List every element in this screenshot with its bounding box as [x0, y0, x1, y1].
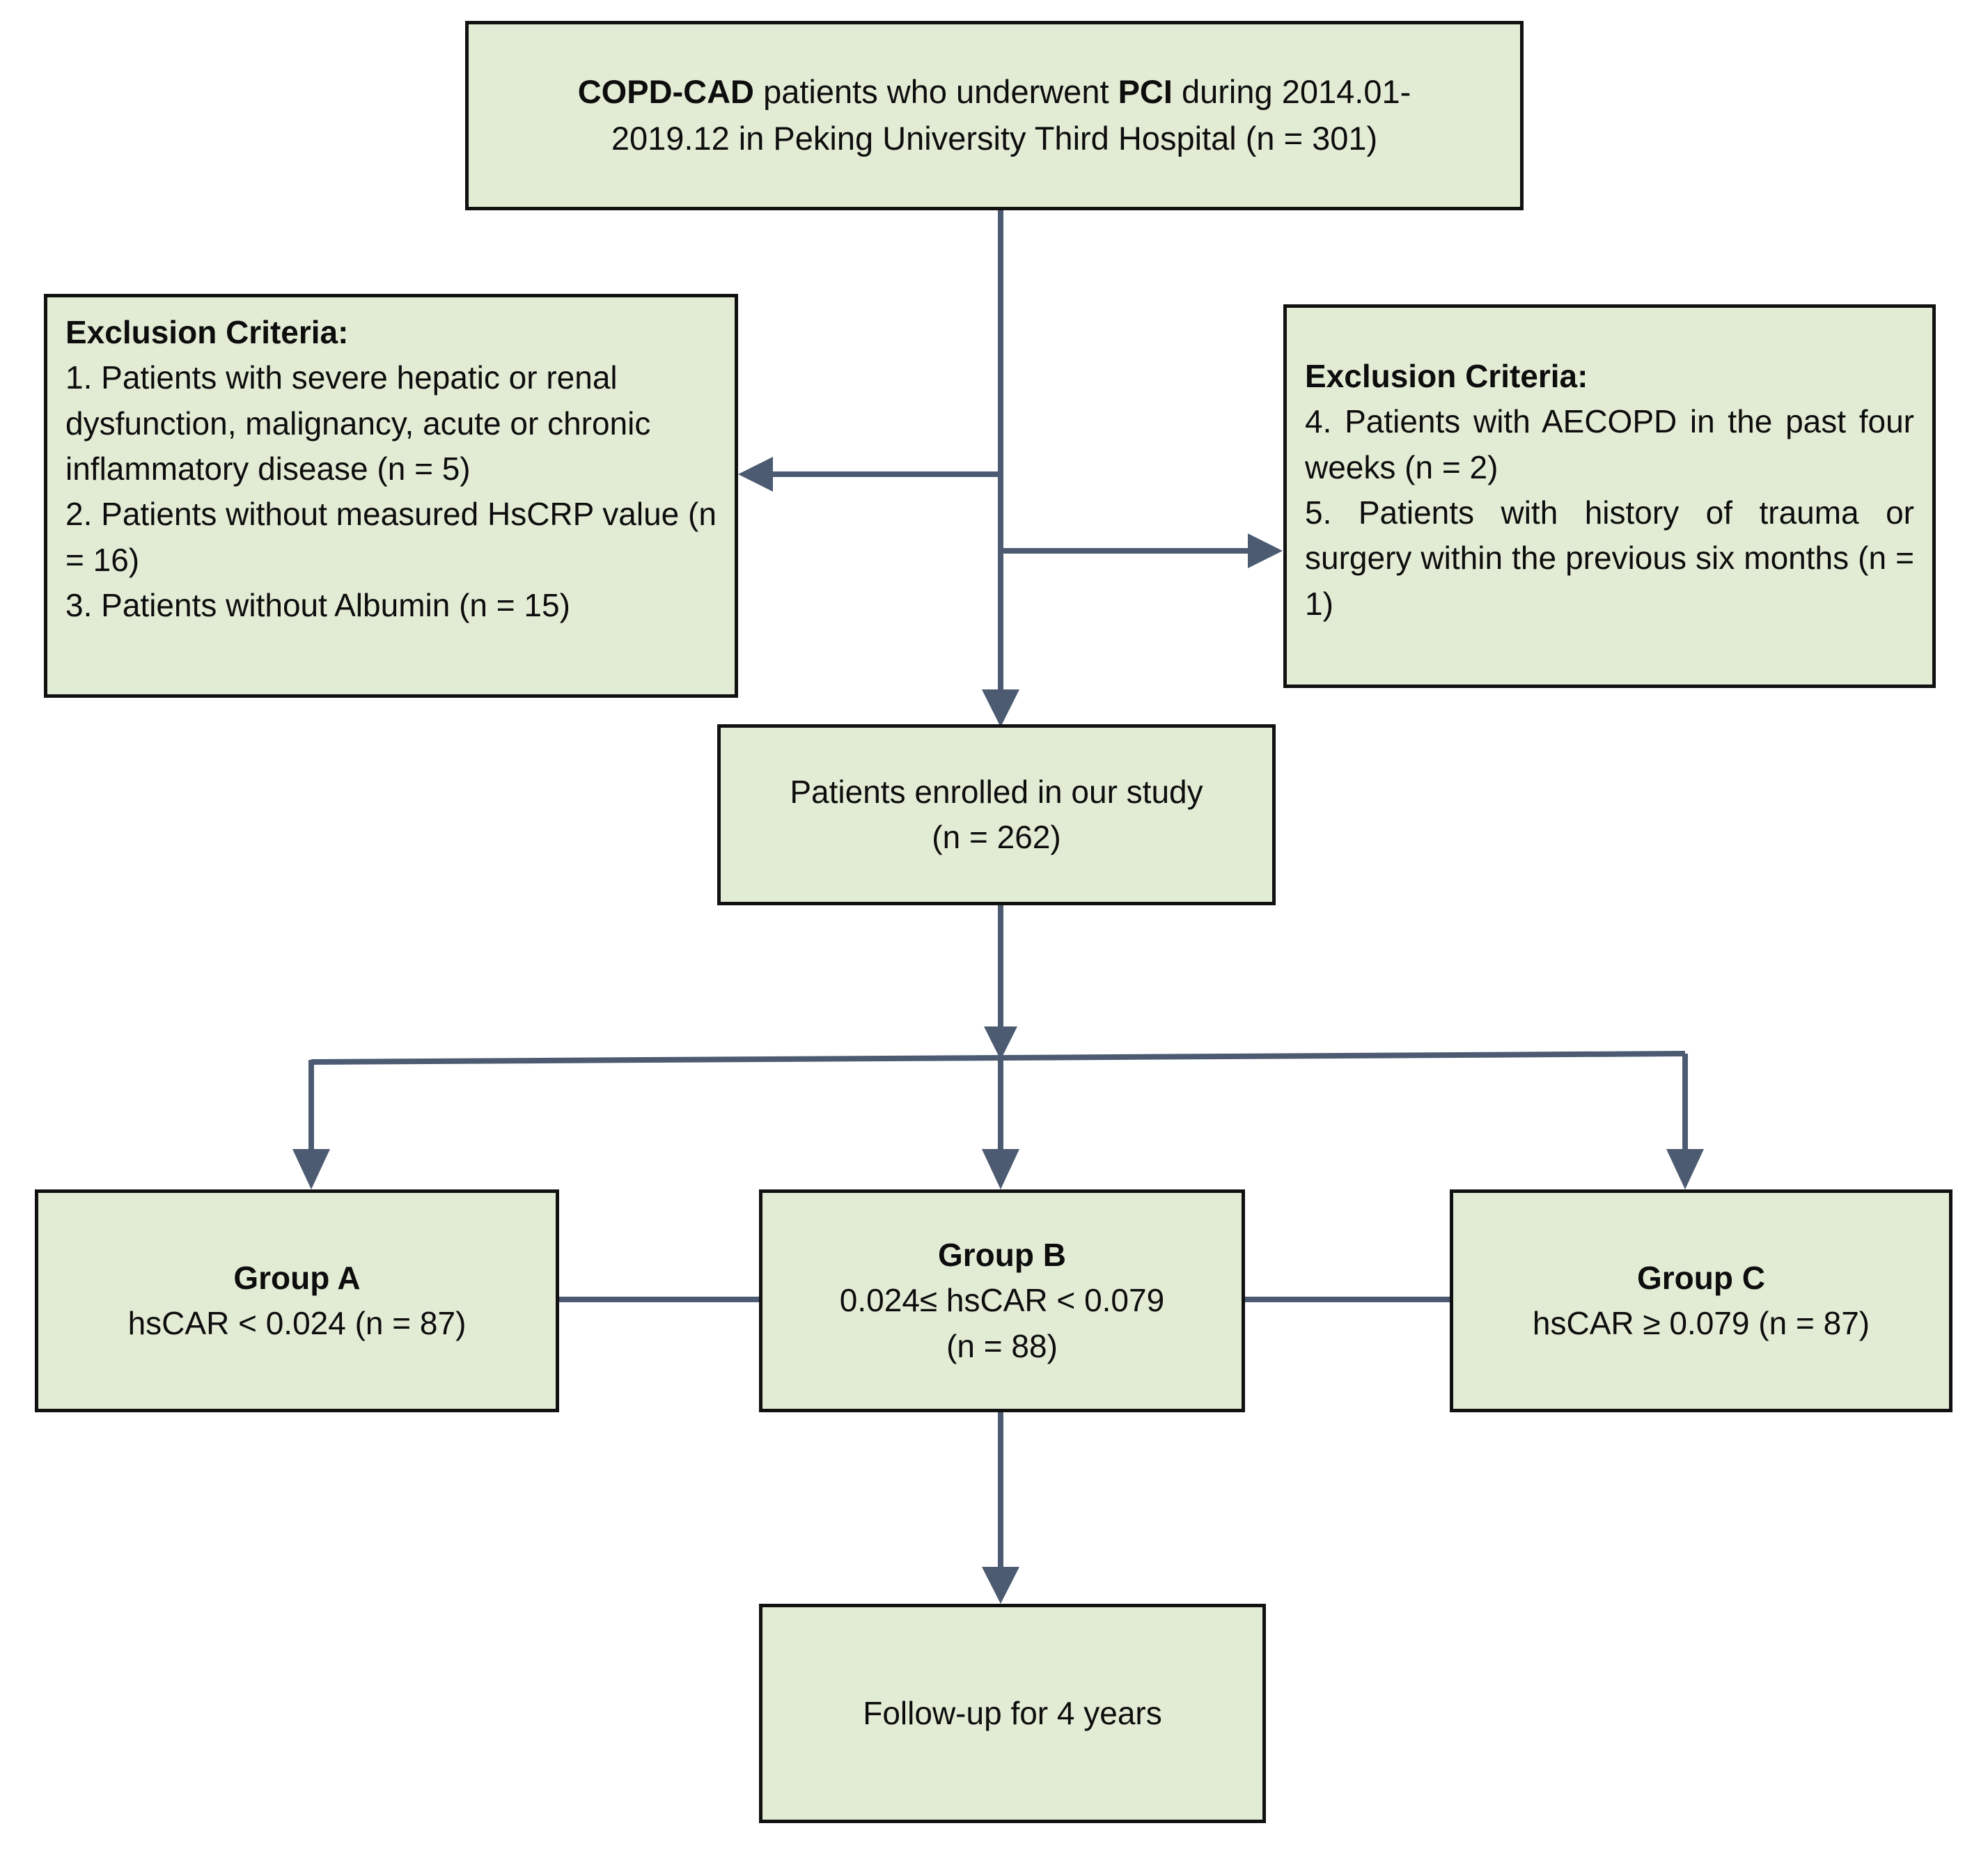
source-cohort-line1-end: during 2014.01-	[1172, 73, 1411, 111]
group-a-title: Group A	[233, 1259, 361, 1296]
exclusion-left-item-3: 3. Patients without Albumin (n = 15)	[65, 586, 570, 623]
arrowhead-group-c	[1666, 1149, 1704, 1189]
arrowhead-group-a	[292, 1149, 330, 1189]
followup-label: Follow-up for 4 years	[863, 1694, 1162, 1731]
exclusion-right-heading: Exclusion Criteria:	[1305, 358, 1588, 394]
node-group-b: Group B 0.024≤ hsCAR < 0.079 (n = 88)	[759, 1189, 1245, 1412]
node-source-cohort: COPD-CAD patients who underwent PCI duri…	[465, 21, 1524, 210]
arrowhead-exclusion-right	[1248, 533, 1283, 568]
exclusion-left-item-2: 2. Patients without measured HsCRP value…	[65, 496, 717, 578]
source-cohort-bold-pci: PCI	[1118, 73, 1173, 111]
group-b-title: Group B	[938, 1237, 1066, 1274]
exclusion-left-heading: Exclusion Criteria:	[65, 314, 349, 350]
arrowhead-to-enrolled	[982, 689, 1019, 727]
node-enrolled: Patients enrolled in our study (n = 262)	[717, 724, 1276, 905]
source-cohort-bold-copd-cad: COPD-CAD	[577, 73, 755, 111]
group-c-title: Group C	[1637, 1259, 1765, 1296]
node-group-c: Group C hsCAR ≥ 0.079 (n = 87)	[1450, 1189, 1952, 1412]
arrowhead-exclusion-left	[738, 457, 773, 492]
exclusion-left-item-1: 1. Patients with severe hepatic or renal…	[65, 359, 651, 487]
group-c-criterion: hsCAR ≥ 0.079 (n = 87)	[1532, 1305, 1870, 1341]
node-exclusion-right: Exclusion Criteria: 4. Patients with AEC…	[1283, 304, 1936, 688]
enrolled-line-1: Patients enrolled in our study	[790, 773, 1203, 810]
node-group-a: Group A hsCAR < 0.024 (n = 87)	[35, 1189, 559, 1412]
group-b-count: (n = 88)	[946, 1327, 1058, 1364]
group-b-criterion: 0.024≤ hsCAR < 0.079	[839, 1282, 1165, 1319]
connector-split-bar	[311, 1051, 1686, 1065]
arrowhead-group-b	[982, 1149, 1019, 1189]
node-followup: Follow-up for 4 years	[759, 1604, 1266, 1823]
exclusion-right-item-4: 4. Patients with AECOPD in the past four…	[1305, 403, 1914, 485]
node-exclusion-left: Exclusion Criteria: 1. Patients with sev…	[44, 294, 738, 698]
source-cohort-mid: patients who underwent	[754, 73, 1118, 111]
source-cohort-text: COPD-CAD patients who underwent PCI duri…	[487, 69, 1502, 162]
group-a-criterion: hsCAR < 0.024 (n = 87)	[127, 1305, 467, 1341]
arrowhead-followup	[982, 1567, 1019, 1604]
arrowhead-split-junction	[984, 1026, 1017, 1060]
source-cohort-line2: 2019.12 in Peking University Third Hospi…	[611, 120, 1378, 157]
enrolled-line-2: (n = 262)	[932, 819, 1061, 855]
exclusion-right-item-5: 5. Patients with history of trauma or su…	[1305, 494, 1914, 622]
